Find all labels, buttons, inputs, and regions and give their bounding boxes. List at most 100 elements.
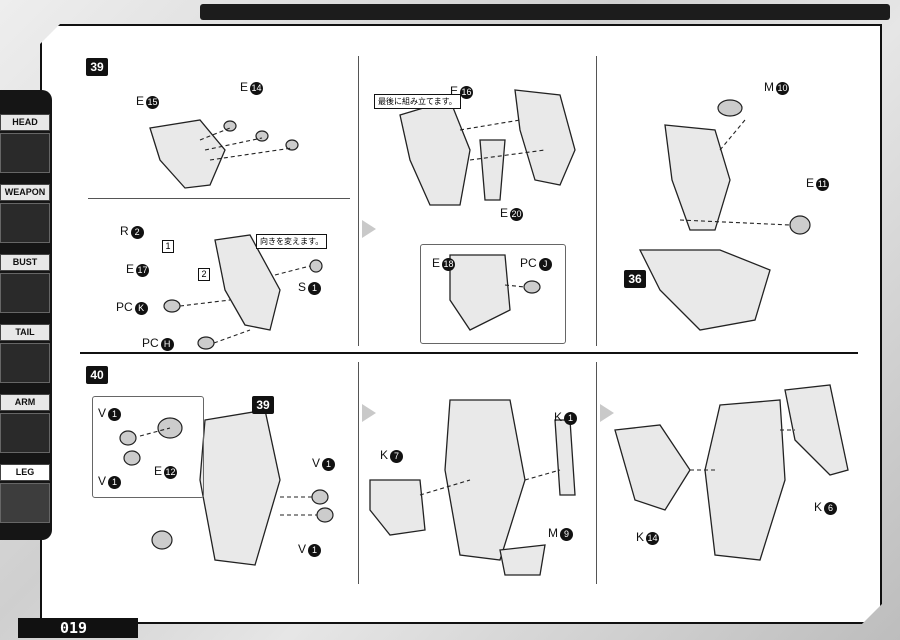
head-thumbnail-icon <box>0 133 50 173</box>
leg-part-drawing <box>638 249 771 331</box>
assembly-guide-line <box>459 119 521 131</box>
tab-label: HEAD <box>0 114 50 131</box>
panel-divider <box>358 362 359 584</box>
flow-arrow-icon <box>362 404 376 422</box>
assembly-guide-line <box>213 329 251 344</box>
panel-divider <box>358 56 359 346</box>
sidebar-tab-head[interactable]: HEAD <box>0 114 50 173</box>
small-part-drawing <box>717 99 743 117</box>
substep-box: 2 <box>198 268 210 281</box>
leg-part-drawing <box>664 124 731 231</box>
small-part-drawing <box>119 430 137 446</box>
leg-part-drawing <box>479 139 506 201</box>
small-part-drawing <box>123 450 141 466</box>
tab-label: TAIL <box>0 324 50 341</box>
sidebar-tab-leg[interactable]: LEG <box>0 464 50 523</box>
tab-label: ARM <box>0 394 50 411</box>
leg-part-drawing <box>369 479 426 536</box>
assembly-guide-line <box>419 479 471 496</box>
small-part-drawing <box>285 139 299 151</box>
leg-part-drawing <box>554 419 576 496</box>
step-number: 39 <box>86 58 108 76</box>
leg-part-drawing <box>449 254 511 331</box>
detail-inset-box <box>420 244 566 344</box>
subpanel-divider <box>88 198 350 199</box>
leg-part-drawing <box>499 544 546 576</box>
assembly-guide-line <box>139 427 171 437</box>
substep-box: 1 <box>162 240 174 253</box>
detail-inset-box <box>92 396 204 498</box>
leg-part-drawing <box>199 409 281 566</box>
assembly-guide-line <box>274 265 311 276</box>
leg-part-drawing <box>399 99 471 206</box>
sidebar-tab-arm[interactable]: ARM <box>0 394 50 453</box>
sidebar-tab-weapon[interactable]: WEAPON <box>0 184 50 243</box>
assembly-guide-line <box>179 299 231 307</box>
leg-part-drawing <box>784 384 849 476</box>
top-frame-bar <box>200 4 890 20</box>
step-reference: 39 <box>252 396 274 414</box>
leg-part-drawing <box>149 119 226 189</box>
leg-part-drawing <box>614 424 691 511</box>
section-sidebar: HEAD WEAPON BUST TAIL ARM LEG <box>0 90 52 540</box>
small-part-drawing <box>523 280 541 294</box>
leg-part-drawing <box>214 234 281 331</box>
tab-label: WEAPON <box>0 184 50 201</box>
assembly-guide-line <box>524 469 561 481</box>
page-number: 019 <box>18 618 138 638</box>
tab-label: LEG <box>0 464 50 481</box>
assembly-guide-line <box>719 119 746 151</box>
small-part-drawing <box>789 215 811 235</box>
assembly-guide-line <box>199 127 231 141</box>
tail-thumbnail-icon <box>0 343 50 383</box>
assembly-guide-line <box>469 149 546 161</box>
small-part-drawing <box>151 530 173 550</box>
small-part-drawing <box>163 299 181 313</box>
instruction-note: 向きを変えます。 <box>256 234 328 249</box>
assembly-guide-line <box>204 137 263 151</box>
leg-part-drawing <box>514 89 576 186</box>
small-part-drawing <box>309 259 323 273</box>
leg-thumbnail-icon <box>0 483 50 523</box>
sidebar-tab-bust[interactable]: BUST <box>0 254 50 313</box>
small-part-drawing <box>316 507 334 523</box>
arm-thumbnail-icon <box>0 413 50 453</box>
weapon-thumbnail-icon <box>0 203 50 243</box>
tab-label: BUST <box>0 254 50 271</box>
assembly-guide-line <box>679 219 791 226</box>
leg-part-drawing <box>444 399 526 561</box>
instruction-note: 最後に組み立てます。 <box>374 94 461 109</box>
assembly-guide-line <box>504 284 526 288</box>
panel-divider <box>596 56 597 346</box>
bust-thumbnail-icon <box>0 273 50 313</box>
leg-part-drawing <box>704 399 786 561</box>
small-part-drawing <box>197 336 215 350</box>
step-reference: 36 <box>624 270 646 288</box>
step-divider <box>80 352 858 354</box>
small-part-drawing <box>255 130 269 142</box>
step-number: 40 <box>86 366 108 384</box>
sidebar-tab-tail[interactable]: TAIL <box>0 324 50 383</box>
flow-arrow-icon <box>362 220 376 238</box>
small-part-drawing <box>311 489 329 505</box>
